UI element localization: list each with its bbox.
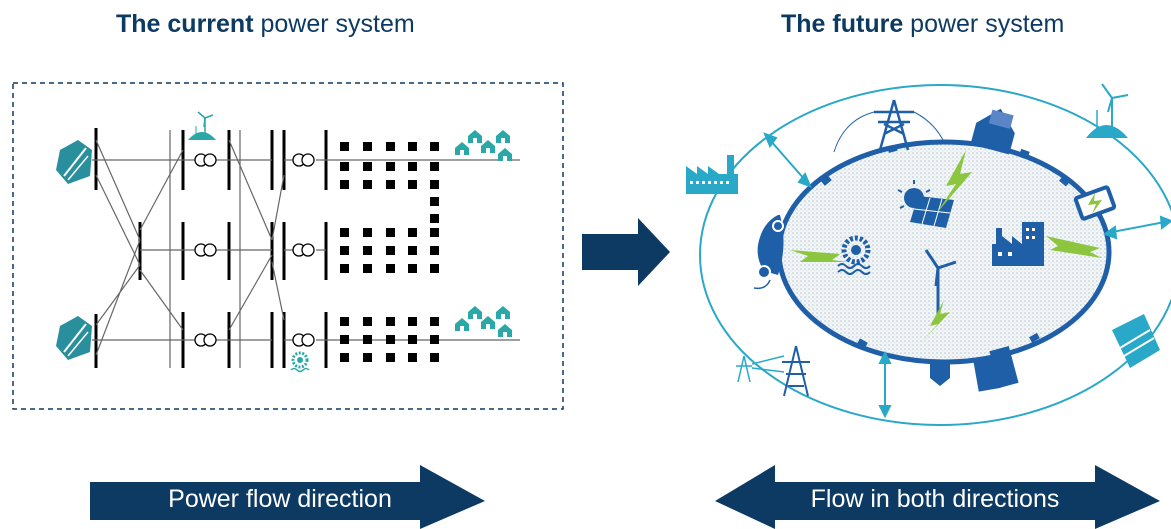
small-tower-icon (736, 355, 785, 383)
city-buildings-icon (930, 346, 1019, 392)
wind-turbine-center-icon (924, 249, 957, 318)
load-grid-top (340, 142, 439, 223)
connector-plugs (821, 144, 1070, 349)
current-title-bold: The current (116, 10, 254, 38)
electric-car-icon (753, 215, 784, 290)
transformer-icons (194, 153, 315, 347)
bidirectional-arrows (763, 132, 1171, 419)
dashed-frame (12, 82, 564, 410)
future-system-panel (686, 83, 1171, 426)
battery-icon (1073, 185, 1117, 221)
factory-center-icon (992, 222, 1044, 266)
grid-ellipse (776, 139, 1112, 365)
hydro-wheel-small-icon (290, 351, 310, 373)
houses-icon-bottom (455, 306, 512, 337)
future-title-bold: The future (781, 10, 904, 38)
current-system-panel (12, 82, 564, 410)
transition-arrow (582, 218, 670, 286)
factory-icon (686, 155, 738, 194)
houses-icon-top (455, 130, 512, 161)
generator-icon-bottom (56, 316, 92, 360)
power-flow-arrow (90, 465, 485, 529)
bidirectional-flow-arrow (715, 465, 1160, 529)
power-pylon-icon (874, 99, 914, 151)
future-title-rest: power system (903, 10, 1065, 38)
generator-icon-top (56, 140, 92, 184)
power-flow-label: Power flow direction (168, 485, 392, 513)
power-plant-icon (1112, 314, 1160, 368)
transmission-lines (92, 130, 520, 368)
current-system-title: The current power system (116, 10, 415, 39)
smart-house-icon (970, 108, 1015, 155)
lightning-bolts (790, 150, 1102, 344)
load-grid-middle (340, 228, 439, 273)
outer-ring (699, 84, 1171, 426)
wind-turbine-icon (1086, 83, 1129, 138)
current-title-rest: power system (253, 10, 415, 38)
wind-turbine-small-icon (188, 111, 216, 140)
transmission-tower-icon (782, 345, 810, 397)
hydro-wheel-icon (837, 235, 871, 275)
both-directions-label: Flow in both directions (810, 485, 1060, 513)
future-system-title: The future power system (781, 10, 1064, 39)
